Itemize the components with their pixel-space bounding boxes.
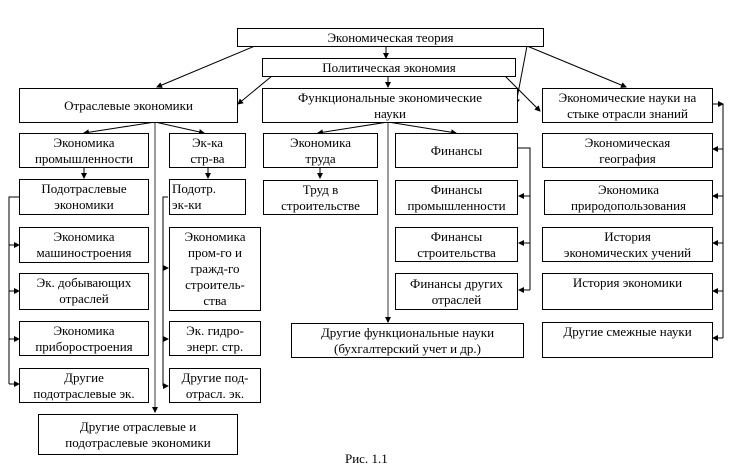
node-label: Финансы строительства bbox=[417, 228, 496, 260]
node-interdisciplinary-item: Другие смежные науки bbox=[542, 322, 713, 358]
node-label: Экономические науки на стыке отрасли зна… bbox=[558, 89, 697, 121]
node-industry-item: Эк. добывающих отраслей bbox=[19, 273, 149, 310]
arrow-root-to-sectoral bbox=[156, 45, 256, 88]
node-construction-item: Экономика пром-го и гражд-го строитель- … bbox=[169, 227, 261, 311]
node-label: Экономика природопользования bbox=[570, 181, 687, 213]
node-functional-sciences: Функциональные экономические науки bbox=[262, 88, 518, 123]
arrow-political-to-interdisciplinary bbox=[504, 75, 541, 112]
node-other-functional: Другие функциональные науки (бухгалтерск… bbox=[291, 323, 524, 358]
node-interdisciplinary-item: Экономика природопользования bbox=[544, 180, 713, 215]
node-labor-economics: Экономика труда bbox=[263, 133, 378, 168]
bracket-finance bbox=[517, 147, 531, 290]
node-label: Экономическая география bbox=[584, 134, 671, 166]
node-label: Подотр. эк-ки bbox=[172, 181, 217, 212]
arrow-sectoral-to-industry bbox=[83, 121, 156, 136]
arrow-functional-to-finance bbox=[387, 121, 457, 136]
node-political-economy: Политическая экономия bbox=[262, 58, 516, 77]
node-label: Отраслевые экономики bbox=[64, 97, 193, 113]
node-label: История экономики bbox=[572, 275, 683, 290]
node-labor-construction: Труд в строительстве bbox=[263, 180, 378, 215]
node-label: Экономика машиностроения bbox=[36, 229, 132, 260]
node-label: Подотраслевые экономики bbox=[41, 181, 127, 212]
node-industry-item: Другие подотраслевые эк. bbox=[19, 368, 149, 403]
node-label: Эк. добывающих отраслей bbox=[36, 275, 132, 306]
node-industry-item: Экономика машиностроения bbox=[19, 227, 149, 263]
node-label: Финансы bbox=[430, 142, 483, 158]
arrow-root-to-interdisciplinary bbox=[526, 45, 627, 88]
node-label: Экономика промышленности bbox=[34, 134, 134, 166]
arrow-functional-to-labor bbox=[317, 121, 389, 136]
node-label: Функциональные экономические науки bbox=[298, 89, 482, 121]
node-label: Другие функциональные науки (бухгалтерск… bbox=[320, 324, 495, 356]
node-sectoral-economics: Отраслевые экономики bbox=[19, 88, 238, 123]
node-industry-item: Экономика приборостроения bbox=[19, 321, 149, 356]
node-construction-item: Другие под- отрасл. эк. bbox=[169, 368, 261, 403]
node-label: Финансы промышленности bbox=[407, 181, 506, 213]
node-label: Труд в строительстве bbox=[281, 181, 360, 213]
figure-caption: Рис. 1.1 bbox=[345, 451, 388, 466]
bracket-industry-sub bbox=[8, 196, 19, 384]
node-label: Экономика приборостроения bbox=[35, 322, 133, 354]
node-label: Финансы других отраслей bbox=[410, 275, 503, 307]
node-industry-economics: Экономика промышленности bbox=[19, 133, 149, 168]
node-construction-item: Эк. гидро- энерг. стр. bbox=[169, 321, 261, 356]
node-label: Эк. гидро- энерг. стр. bbox=[186, 322, 244, 354]
node-interdisciplinary-item: История экономики bbox=[542, 273, 713, 310]
node-label: Другие подотраслевые эк. bbox=[33, 369, 135, 401]
node-finance-item: Финансы промышленности bbox=[395, 180, 518, 215]
arrow-political-to-sectoral bbox=[237, 75, 273, 105]
node-economic-theory: Экономическая теория bbox=[237, 28, 544, 47]
node-label: История экономических учений bbox=[563, 228, 692, 260]
node-label: Эк-ка стр-ва bbox=[190, 134, 225, 166]
node-finance: Финансы bbox=[395, 133, 518, 168]
arrow-sectoral-to-construction bbox=[154, 121, 205, 135]
node-interdisciplinary-item: Экономическая география bbox=[542, 133, 713, 168]
node-interdisciplinary-item: История экономических учений bbox=[542, 227, 713, 262]
bracket-construction-sub bbox=[162, 196, 168, 386]
node-label: Политическая экономия bbox=[322, 59, 456, 75]
node-construction-economics: Эк-ка стр-ва bbox=[169, 133, 246, 168]
node-label: Экономика труда bbox=[289, 134, 352, 166]
node-other-sectoral: Другие отраслевые и подотраслевые эконом… bbox=[38, 414, 238, 455]
node-construction-subsectoral: Подотр. эк-ки bbox=[169, 179, 246, 215]
node-label: Экономическая теория bbox=[327, 29, 454, 45]
node-interdisciplinary-sciences: Экономические науки на стыке отрасли зна… bbox=[542, 88, 713, 123]
bracket-interdisciplinary bbox=[712, 103, 724, 338]
node-label: Другие смежные науки bbox=[563, 324, 692, 339]
node-label: Другие отраслевые и подотраслевые эконом… bbox=[65, 418, 211, 450]
node-finance-item: Финансы других отраслей bbox=[395, 273, 518, 310]
node-label: Другие под- отрасл. эк. bbox=[181, 369, 249, 401]
node-industry-subsectoral: Подотраслевые экономики bbox=[19, 179, 149, 215]
node-finance-item: Финансы строительства bbox=[395, 227, 518, 262]
node-label: Экономика пром-го и гражд-го строитель- … bbox=[184, 229, 246, 308]
